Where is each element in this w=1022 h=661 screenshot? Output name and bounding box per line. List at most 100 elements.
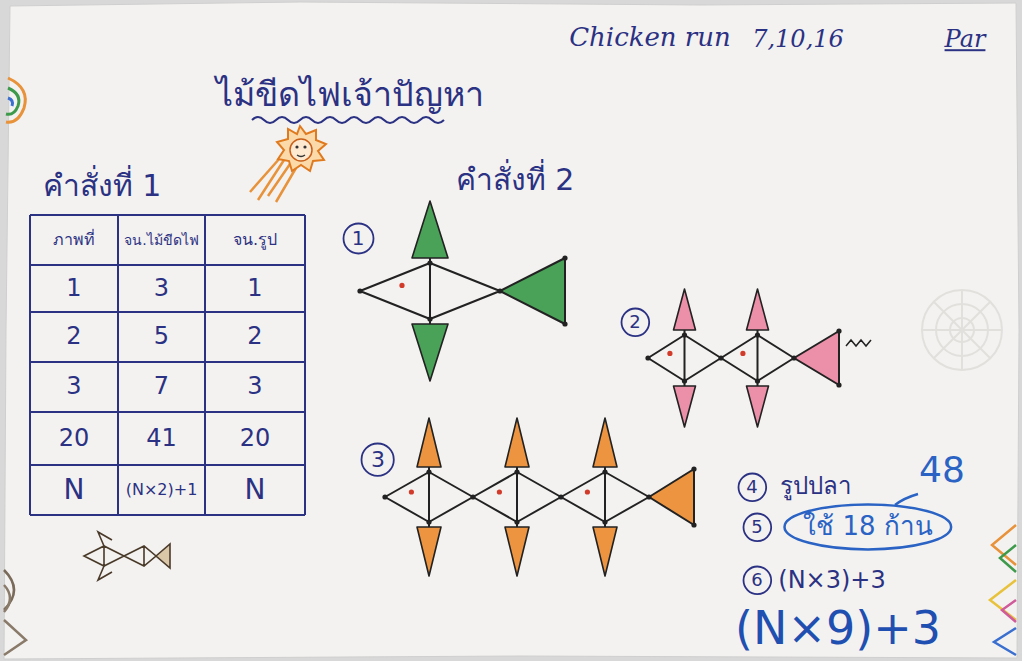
drawing-part [303,145,306,148]
node-outline-shape [743,513,771,541]
date: 7,10,16 [752,26,844,54]
node-outline-shape [785,505,952,550]
matchstick [757,335,759,381]
table-cell: 7 [154,373,169,401]
drawing-part [98,532,112,580]
table-cell: N [64,474,85,506]
drawing-part [29,215,31,515]
table-cell: 1 [247,275,262,303]
circled-number: 5 [742,512,773,543]
matchstick-shape [500,258,565,324]
matchstick-shape [674,386,696,427]
node-text: 1 [352,227,365,250]
match-head [836,328,841,333]
match-head [399,283,404,288]
table-cell: 2 [66,323,81,351]
table-cell: 3 [154,275,169,303]
formula: (N×3)+3 [778,567,885,595]
matchstick-shape [360,263,500,319]
match-head [836,382,841,387]
match-head [427,316,432,321]
answer-text: รูปปลา [780,473,851,501]
drawing-part [1000,545,1016,572]
node-text: 5 [751,517,762,538]
matchstick-fish [645,289,871,427]
drawing-part [922,290,1002,370]
table-cell: 5 [154,323,169,351]
match-head [426,519,431,524]
table-grid [30,215,305,515]
match-head [426,469,431,474]
node-text: 2 [629,312,640,333]
matchstick-shape [648,335,721,381]
table-cell: 3 [66,373,81,401]
match-head [791,355,796,360]
sun-doodle [250,126,326,202]
table-header: จน.รูป [233,231,277,249]
matchstick-fish [382,418,696,576]
match-head [514,519,519,524]
signature: Par [945,26,986,54]
node-outline-shape [621,308,649,336]
drawing-part [30,311,305,313]
table-cell: 2 [247,323,262,351]
node-text: 6 [751,570,762,591]
drawing-part [6,78,25,122]
formula-answer: (N×9)+3 [735,602,941,655]
drawing-part [30,214,305,216]
drawing-part [295,145,298,148]
drawing-part [1002,600,1016,622]
instruction-heading: คำสั่งที่ 2 [456,163,575,198]
matchstick [516,472,518,522]
matchstick-shape [747,386,769,427]
match-head [667,351,672,356]
circled-number: 6 [742,565,773,596]
table-header: จน.ไม้ขีดไฟ [124,232,198,248]
table-header: ภาพที่ [53,231,95,249]
node-text: 4 [746,477,757,498]
drawing-part [277,126,326,171]
matchstick-shape [412,324,448,381]
answer-ellipse: ใช้ 18 ก้าน [783,503,953,551]
matchstick-shape [674,289,696,330]
table-cell: 3 [247,373,262,401]
drawing-part [992,525,1016,565]
node-outline-shape [738,473,766,501]
circled-number: 4 [737,472,768,503]
drawing-part [922,290,1002,370]
drawing-part [297,155,305,157]
drawing-part [994,628,1016,655]
match-head [602,469,607,474]
drawing-part [156,544,170,568]
drawing-part [117,215,119,515]
matchstick-shape [593,418,617,467]
match-head [562,255,567,260]
watermark-flower [922,290,1002,370]
matchstick-shape [412,201,448,258]
drawing-part [6,88,19,114]
matchstick-shape [473,472,561,522]
matchstick-shape [747,289,769,330]
table-cell: 20 [59,425,90,453]
match-head [646,494,651,499]
small-fish-doodle [84,532,170,580]
drawing-part [990,580,1016,620]
match-head [514,469,519,474]
drawing-part [30,411,305,413]
table-cell: 20 [240,425,271,453]
match-head [497,489,502,494]
table-cell: 41 [146,425,177,453]
matchstick-shape [561,472,649,522]
match-head [691,466,696,471]
node-outline-shape [743,566,771,594]
match-head [562,321,567,326]
author-note: Chicken run [569,23,731,53]
matchstick-shape [505,527,529,576]
circled-number: 2 [620,307,651,338]
matchstick [428,472,430,522]
matchstick-shape [417,527,441,576]
table-cell: (N×2)+1 [126,481,198,499]
answer-number: 48 [919,449,965,490]
scribble [846,340,871,346]
